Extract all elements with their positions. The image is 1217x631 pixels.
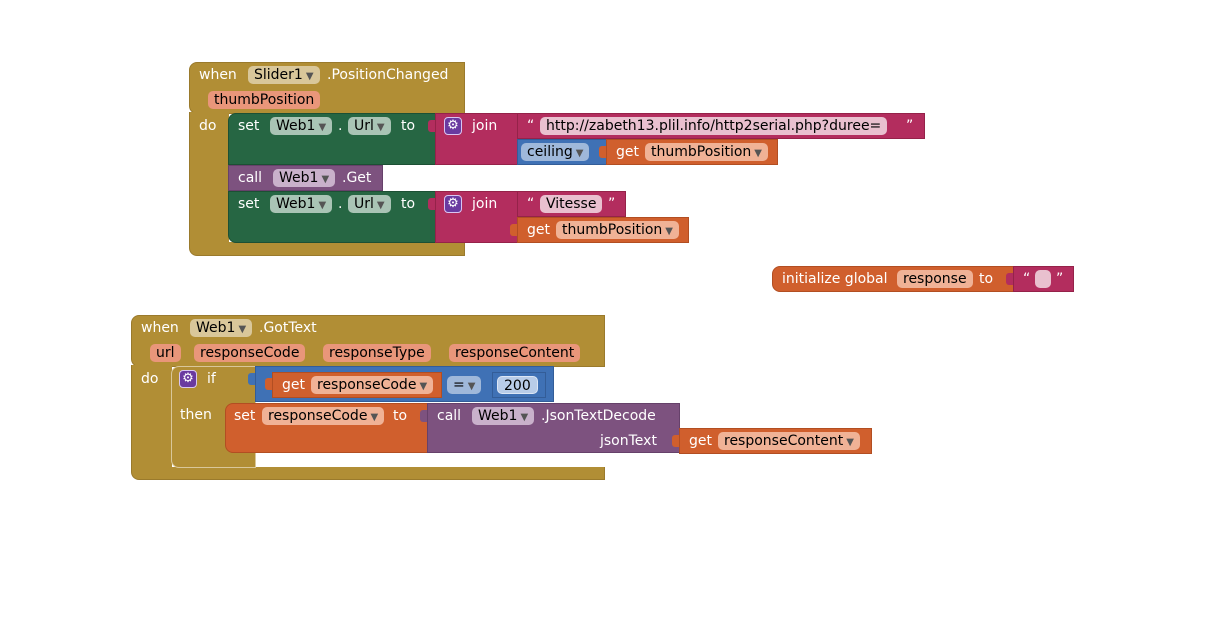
event-spine <box>131 365 172 469</box>
json-decode-block[interactable] <box>427 403 680 453</box>
call-label: call <box>238 170 263 186</box>
get-label: get <box>282 377 305 393</box>
quote-close: ” <box>906 118 914 134</box>
param-thumbposition[interactable]: thumbPosition <box>208 91 321 109</box>
empty-text-value[interactable] <box>1035 270 1051 288</box>
event-spine <box>189 112 229 244</box>
variable-dropdown[interactable]: responseCode▼ <box>311 376 434 394</box>
if-label: if <box>207 371 216 387</box>
join-label: join <box>472 118 498 134</box>
do-label: do <box>141 371 159 387</box>
event-name: .GotText <box>259 320 317 336</box>
quote-open: “ <box>527 118 535 134</box>
variable-dropdown[interactable]: responseCode▼ <box>262 407 385 425</box>
gear-icon[interactable]: ⚙ <box>444 117 462 135</box>
variable-dropdown[interactable]: responseContent▼ <box>718 432 860 450</box>
dropdown-arrow-icon: ▼ <box>318 122 327 133</box>
get-label: get <box>616 144 639 160</box>
then-label: then <box>180 407 212 423</box>
dropdown-arrow-icon: ▼ <box>419 381 428 392</box>
dropdown-arrow-icon: ▼ <box>321 174 330 185</box>
property-dropdown[interactable]: Url▼ <box>348 117 391 135</box>
input-socket <box>420 410 427 422</box>
gear-icon[interactable]: ⚙ <box>179 370 197 388</box>
text-value[interactable]: http://zabeth13.plil.info/http2serial.ph… <box>540 117 888 135</box>
dropdown-arrow-icon: ▼ <box>575 148 584 159</box>
input-socket <box>428 120 435 132</box>
input-socket <box>248 373 255 385</box>
event-footer <box>131 467 605 480</box>
gear-icon[interactable]: ⚙ <box>444 195 462 213</box>
quote-close: ” <box>1056 271 1064 287</box>
dropdown-arrow-icon: ▼ <box>846 437 854 448</box>
event-footer <box>189 242 465 256</box>
component-dropdown[interactable]: Slider1▼ <box>248 66 320 84</box>
to-label: to <box>401 118 416 134</box>
component-dropdown[interactable]: Web1▼ <box>273 169 336 187</box>
get-label: get <box>527 222 550 238</box>
dot-label: . <box>338 118 343 134</box>
variable-dropdown[interactable]: thumbPosition▼ <box>645 143 768 161</box>
do-label: do <box>199 118 217 134</box>
input-socket <box>428 198 435 210</box>
global-name-field[interactable]: response <box>897 270 973 288</box>
call-label: call <box>437 408 462 424</box>
param-responsetype[interactable]: responseType <box>323 344 431 362</box>
component-name: Slider1 <box>254 67 303 83</box>
quote-close: ” <box>608 196 616 212</box>
input-socket <box>1006 273 1013 285</box>
dropdown-arrow-icon: ▼ <box>238 324 247 335</box>
input-socket <box>599 146 606 158</box>
dropdown-arrow-icon: ▼ <box>370 412 379 423</box>
set-label: set <box>238 118 260 134</box>
component-dropdown[interactable]: Web1▼ <box>472 407 535 425</box>
arg-label: jsonText <box>600 433 657 449</box>
method-name: .JsonTextDecode <box>541 408 656 424</box>
dropdown-arrow-icon: ▼ <box>754 148 762 159</box>
variable-dropdown[interactable]: thumbPosition▼ <box>556 221 679 239</box>
number-value[interactable]: 200 <box>497 376 538 394</box>
component-dropdown[interactable]: Web1▼ <box>270 195 333 213</box>
param-responsecontent[interactable]: responseContent <box>449 344 581 362</box>
dropdown-arrow-icon: ▼ <box>376 122 385 133</box>
set-label: set <box>238 196 260 212</box>
dropdown-arrow-icon: ▼ <box>376 200 385 211</box>
join-label: join <box>472 196 498 212</box>
quote-open: “ <box>527 196 535 212</box>
dropdown-arrow-icon: ▼ <box>520 412 529 423</box>
init-global-body[interactable] <box>772 266 1014 292</box>
input-socket <box>265 378 272 390</box>
dropdown-arrow-icon: ▼ <box>305 71 314 82</box>
param-responsecode[interactable]: responseCode <box>194 344 306 362</box>
init-global-label: initialize global <box>782 271 888 287</box>
text-value[interactable]: Vitesse <box>540 195 603 213</box>
component-dropdown[interactable]: Web1▼ <box>270 117 333 135</box>
dropdown-arrow-icon: ▼ <box>467 381 476 392</box>
to-label: to <box>401 196 416 212</box>
set-label: set <box>234 408 256 424</box>
compare-op-dropdown[interactable]: =▼ <box>447 376 482 394</box>
when-label: when <box>141 320 179 336</box>
component-dropdown[interactable]: Web1▼ <box>190 319 253 337</box>
method-name: .Get <box>342 170 372 186</box>
to-label: to <box>393 408 408 424</box>
dropdown-arrow-icon: ▼ <box>665 226 673 237</box>
dot-label: . <box>338 196 343 212</box>
get-label: get <box>689 433 712 449</box>
event-name: .PositionChanged <box>327 67 449 83</box>
dropdown-arrow-icon: ▼ <box>318 200 327 211</box>
quote-open: “ <box>1023 271 1031 287</box>
math-op-dropdown[interactable]: ceiling▼ <box>521 143 590 161</box>
input-socket <box>510 224 517 236</box>
input-socket <box>672 435 679 447</box>
when-label: when <box>199 67 237 83</box>
to-label: to <box>979 271 994 287</box>
param-url[interactable]: url <box>150 344 181 362</box>
property-dropdown[interactable]: Url▼ <box>348 195 391 213</box>
